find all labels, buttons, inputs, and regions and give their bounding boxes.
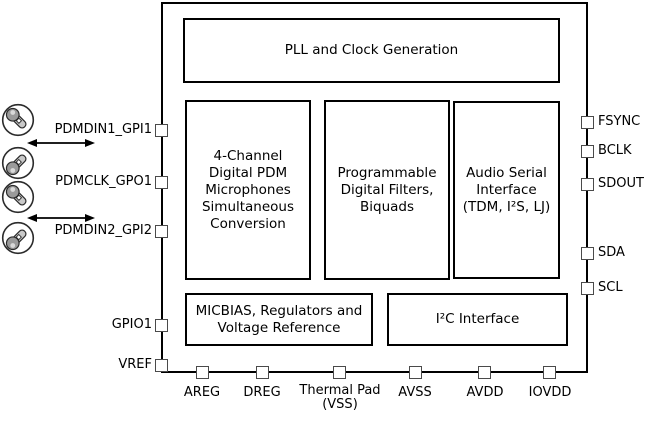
- pin-label-sdout: SDOUT: [598, 176, 644, 191]
- pin-label-dreg: DREG: [243, 385, 281, 400]
- pin-bclk: [581, 145, 594, 158]
- pin-sda: [581, 247, 594, 260]
- pin-label-gpio1: GPIO1: [111, 317, 152, 332]
- block-audio-serial-interface: Audio Serial Interface (TDM, I²S, LJ): [453, 101, 560, 279]
- pin-label-avss: AVSS: [398, 385, 432, 400]
- block-i2c-interface: I²C Interface: [387, 293, 568, 346]
- pin-areg: [196, 366, 209, 379]
- pin-dreg: [256, 366, 269, 379]
- pin-sdout: [581, 178, 594, 191]
- pin-scl: [581, 282, 594, 295]
- block-pll-label: PLL and Clock Generation: [284, 42, 459, 58]
- microphone-icon: [1, 221, 35, 255]
- microphone-icon: [1, 146, 35, 180]
- pin-label-fsync: FSYNC: [598, 114, 641, 129]
- pin-pdmdin2-gpi2: [155, 225, 168, 238]
- block-micbias-regulators: MICBIAS, Regulators and Voltage Referenc…: [185, 293, 373, 346]
- pin-label-areg: AREG: [183, 385, 221, 400]
- pin-label-avdd: AVDD: [466, 385, 504, 400]
- pin-label-vref: VREF: [118, 357, 152, 372]
- pin-label-scl: SCL: [598, 280, 623, 295]
- pin-vref: [155, 359, 168, 372]
- pin-label-thermal-pad-vss: Thermal Pad (VSS): [299, 383, 381, 412]
- block-asi-label: Audio Serial Interface (TDM, I²S, LJ): [462, 164, 551, 215]
- bidirectional-arrow-icon: [27, 137, 95, 149]
- block-filters-label: Programmable Digital Filters, Biquads: [337, 164, 437, 215]
- pin-avss: [409, 366, 422, 379]
- block-pll-clock-generation: PLL and Clock Generation: [183, 18, 560, 83]
- pin-label-bclk: BCLK: [598, 143, 632, 158]
- pin-label-pdmdin2-gpi2: PDMDIN2_GPI2: [54, 223, 152, 238]
- block-micbias-label: MICBIAS, Regulators and Voltage Referenc…: [195, 302, 363, 336]
- pin-label-pdmdin1-gpi1: PDMDIN1_GPI1: [54, 122, 152, 137]
- pin-gpio1: [155, 319, 168, 332]
- pin-pdmdin1-gpi1: [155, 124, 168, 137]
- microphone-icon: [1, 180, 35, 214]
- pin-fsync: [581, 116, 594, 129]
- pin-thermal-pad: [333, 366, 346, 379]
- pin-pdmclk-gpo1: [155, 176, 168, 189]
- bidirectional-arrow-icon: [27, 212, 95, 224]
- pin-label-pdmclk-gpo1: PDMCLK_GPO1: [55, 174, 152, 189]
- pin-avdd: [478, 366, 491, 379]
- block-digital-filters: Programmable Digital Filters, Biquads: [324, 100, 450, 280]
- pin-iovdd: [543, 366, 556, 379]
- pin-label-iovdd: IOVDD: [528, 385, 572, 400]
- pin-label-sda: SDA: [598, 245, 625, 260]
- block-pdm-label: 4-Channel Digital PDM Microphones Simult…: [201, 147, 295, 232]
- microphone-icon: [1, 103, 35, 137]
- block-i2c-label: I²C Interface: [435, 311, 520, 327]
- block-pdm-microphones: 4-Channel Digital PDM Microphones Simult…: [185, 100, 311, 280]
